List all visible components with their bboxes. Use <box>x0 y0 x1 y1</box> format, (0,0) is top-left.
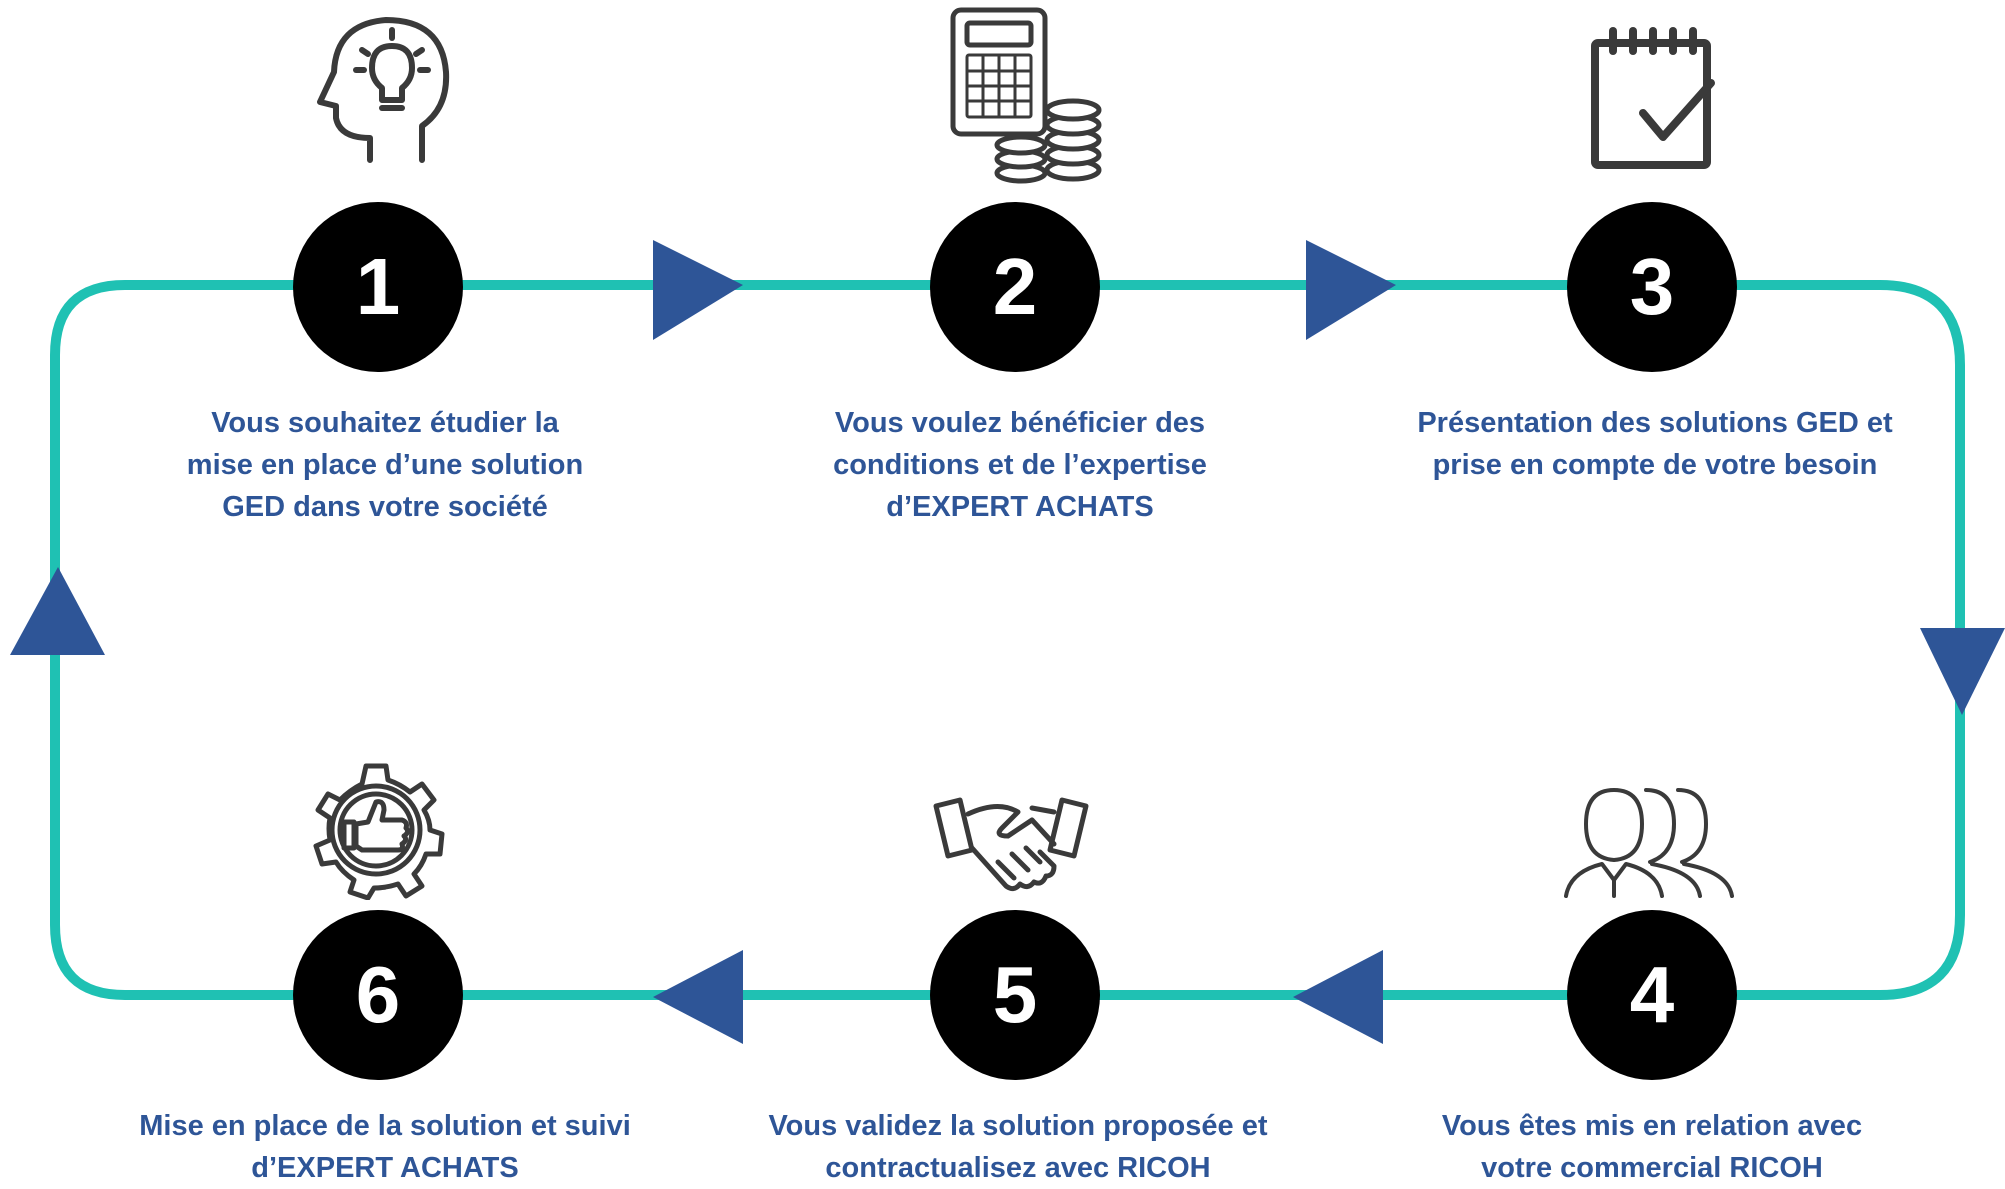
people-group-icon <box>1564 788 1734 898</box>
handshake-icon <box>933 797 1089 892</box>
caption-line: Présentation des solutions GED et <box>1417 407 1893 439</box>
head-lightbulb-icon <box>317 17 450 163</box>
checklist-icon <box>1591 27 1715 169</box>
caption-line: mise en place d’une solution <box>186 449 584 481</box>
step-number-3: 3 <box>1567 202 1737 372</box>
step-number-6: 6 <box>293 910 463 1080</box>
caption-line: Mise en place de la solution et suivi <box>139 1110 631 1142</box>
step-caption-2: Vous voulez bénéficier des conditions et… <box>740 402 1300 528</box>
arrow-up <box>10 567 105 655</box>
arrow-down <box>1920 628 2005 715</box>
arrow-right-2 <box>1306 240 1396 340</box>
caption-line: votre commercial RICOH <box>1481 1152 1823 1184</box>
step-number-2: 2 <box>930 202 1100 372</box>
step-caption-3: Présentation des solutions GED et prise … <box>1375 402 1935 486</box>
step-caption-6: Mise en place de la solution et suivi d’… <box>105 1105 665 1189</box>
caption-line: Vous êtes mis en relation avec <box>1441 1110 1863 1142</box>
caption-line: d’EXPERT ACHATS <box>251 1152 519 1184</box>
gear-thumbs-up-icon <box>313 763 445 900</box>
caption-line: GED dans votre société <box>222 491 548 523</box>
arrow-left-2 <box>653 950 743 1044</box>
caption-line: d’EXPERT ACHATS <box>886 491 1154 523</box>
step-number-1: 1 <box>293 202 463 372</box>
step-number-4: 4 <box>1567 910 1737 1080</box>
arrow-left-1 <box>1293 950 1383 1044</box>
loop-line <box>50 280 1965 1000</box>
step-caption-5: Vous validez la solution proposée et con… <box>738 1105 1298 1189</box>
caption-line: prise en compte de votre besoin <box>1432 449 1878 481</box>
caption-line: Vous validez la solution proposée et <box>768 1110 1268 1142</box>
caption-line: Vous voulez bénéficier des <box>834 407 1206 439</box>
caption-line: conditions et de l’expertise <box>833 449 1207 481</box>
calculator-coins-icon <box>950 7 1102 184</box>
step-caption-4: Vous êtes mis en relation avec votre com… <box>1372 1105 1932 1189</box>
step-number-5: 5 <box>930 910 1100 1080</box>
caption-line: Vous souhaitez étudier la <box>211 407 559 439</box>
caption-line: contractualisez avec RICOH <box>825 1152 1211 1184</box>
arrow-right-1 <box>653 240 743 340</box>
step-caption-1: Vous souhaitez étudier la mise en place … <box>105 402 665 528</box>
